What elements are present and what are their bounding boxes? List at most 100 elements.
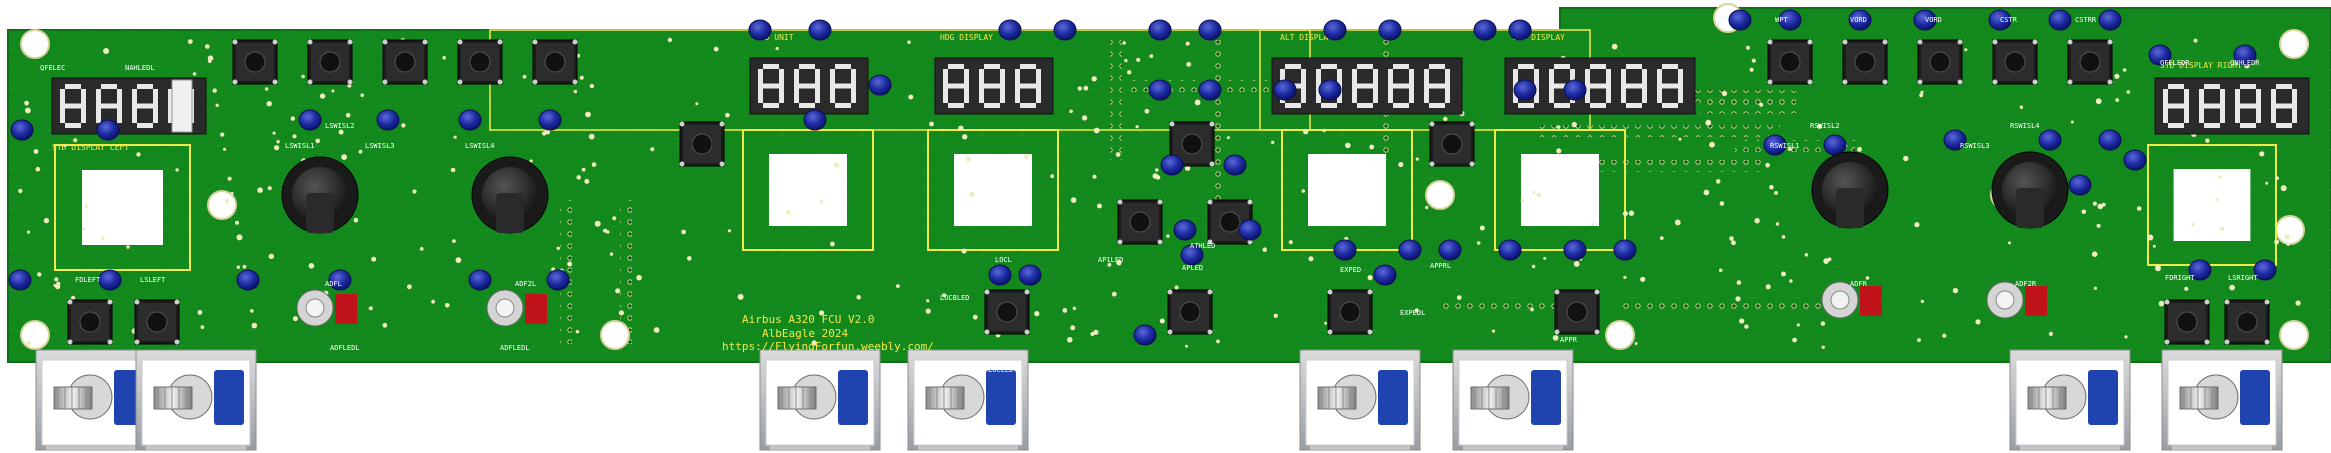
- toggle-switch-0[interactable]: [296, 289, 357, 327]
- segment-c: [2292, 106, 2297, 123]
- segment-e: [2163, 106, 2168, 123]
- button-pin: [1327, 329, 1333, 335]
- via-313: [1531, 264, 1536, 269]
- button-pin: [2204, 339, 2210, 345]
- label-top-left-3: NDBLEFT: [463, 16, 493, 24]
- encoder-shaft: [2179, 386, 2219, 410]
- push-button-14[interactable]: [1429, 121, 1475, 167]
- encoder-pot-3[interactable]: [907, 349, 1029, 451]
- toggle-switch-2[interactable]: [1821, 281, 1882, 319]
- push-button-2[interactable]: [382, 39, 428, 85]
- rotary-encoder-3[interactable]: [1991, 151, 2069, 229]
- via-176: [1092, 174, 1097, 179]
- via-227: [1174, 285, 1179, 290]
- via-321: [1914, 222, 1920, 228]
- button-pin: [1882, 79, 1888, 85]
- via-194: [236, 234, 243, 241]
- push-button-4[interactable]: [532, 39, 578, 85]
- encoder-pot-2[interactable]: [759, 349, 881, 451]
- label-misc-14: FDRIGHT: [2165, 274, 2195, 282]
- push-button-15[interactable]: [1117, 199, 1163, 245]
- push-button-6[interactable]: [1842, 39, 1888, 85]
- seven-seg-display-alt: ALT DISPLAY: [1271, 33, 1463, 115]
- push-button-22[interactable]: [2224, 299, 2270, 345]
- via-293: [615, 288, 621, 294]
- via-71: [2096, 223, 2101, 228]
- via-159: [1308, 256, 1314, 262]
- led-indicator-38: [1563, 239, 1587, 261]
- encoder-pot-7[interactable]: [2161, 349, 2283, 451]
- led-indicator-23: [1198, 79, 1222, 101]
- encoder-pot-4[interactable]: [1299, 349, 1421, 451]
- via-172: [1303, 128, 1309, 135]
- via-358: [2136, 206, 2142, 211]
- label-misc-10: EXPED: [1340, 266, 1361, 274]
- segment-d: [1626, 103, 1642, 108]
- rotary-encoder-2[interactable]: [1811, 151, 1889, 229]
- encoder-pot-5[interactable]: [1452, 349, 1574, 451]
- via-275: [1185, 344, 1188, 348]
- segment-b: [1534, 69, 1539, 86]
- encoder-pot-1[interactable]: [135, 349, 257, 451]
- push-button-18[interactable]: [1327, 289, 1373, 335]
- push-button-3[interactable]: [457, 39, 503, 85]
- segment-e: [1424, 86, 1429, 103]
- toggle-switch-3[interactable]: [1986, 281, 2047, 319]
- via-299: [43, 217, 50, 224]
- via-367: [2115, 98, 2120, 102]
- rotary-encoder-0[interactable]: [281, 156, 359, 234]
- via-65: [2286, 242, 2290, 246]
- segment-a: [1321, 64, 1337, 69]
- label-top-right-0: WPT: [1775, 16, 1788, 24]
- button-cap: [2079, 51, 2101, 73]
- cutout-1: [769, 154, 847, 226]
- button-pin: [382, 39, 388, 45]
- segment-a: [984, 64, 1000, 69]
- push-button-7[interactable]: [1917, 39, 1963, 85]
- push-button-19[interactable]: [1554, 289, 1600, 335]
- label-rotary-6: RSWISL3: [1960, 142, 1990, 150]
- via-341: [2152, 244, 2156, 248]
- push-button-17[interactable]: [1167, 289, 1213, 335]
- toggle-switch-1[interactable]: [486, 289, 547, 327]
- encoder-tab: [146, 445, 246, 450]
- push-button-10[interactable]: [67, 299, 113, 345]
- via-48: [1659, 236, 1664, 241]
- via-368: [368, 306, 373, 311]
- push-button-21[interactable]: [2164, 299, 2210, 345]
- button-pin: [1167, 329, 1173, 335]
- button-pin: [2264, 299, 2270, 305]
- button-pin: [1157, 239, 1163, 245]
- segment-c: [851, 86, 856, 103]
- led-indicator-54: [2098, 9, 2122, 31]
- via-188: [1476, 241, 1481, 245]
- via-161: [1543, 256, 1547, 260]
- encoder-shaft: [1317, 386, 1357, 410]
- rotary-encoder-1[interactable]: [471, 156, 549, 234]
- button-pin: [457, 79, 463, 85]
- via-207: [301, 74, 305, 79]
- via-149: [585, 111, 591, 118]
- push-button-12[interactable]: [679, 121, 725, 167]
- push-button-8[interactable]: [1992, 39, 2038, 85]
- button-pin: [1842, 79, 1848, 85]
- mounting-hole-6: [2279, 29, 2309, 59]
- segment-f: [830, 69, 835, 86]
- push-button-5[interactable]: [1767, 39, 1813, 85]
- push-button-0[interactable]: [232, 39, 278, 85]
- encoder-pot-6[interactable]: [2009, 349, 2131, 451]
- push-button-11[interactable]: [134, 299, 180, 345]
- board-title-line1: Airbus A320 FCU V2.0: [742, 313, 874, 326]
- segment-c: [1606, 86, 1611, 103]
- via-209: [25, 107, 31, 114]
- segment-d: [763, 103, 779, 108]
- push-button-1[interactable]: [307, 39, 353, 85]
- via-146: [227, 176, 232, 181]
- cutout-0: [82, 170, 163, 245]
- push-button-20[interactable]: [984, 289, 1030, 335]
- via-6: [1301, 189, 1306, 193]
- segment-d: [1518, 103, 1534, 108]
- via-304: [695, 102, 699, 106]
- push-button-9[interactable]: [2067, 39, 2113, 85]
- via-158: [230, 191, 234, 195]
